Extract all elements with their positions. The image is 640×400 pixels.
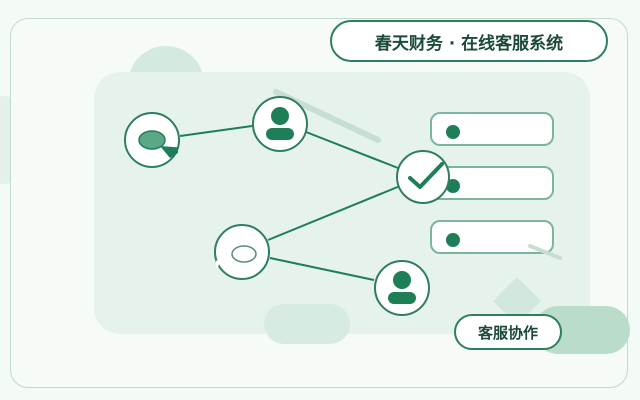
link-bubble-to-approval [267, 185, 401, 241]
page-title: 春天财务 · 在线客服系统 [330, 20, 608, 62]
checkmark-icon [408, 162, 444, 189]
person-icon [266, 107, 294, 140]
empty-chat-bubble-icon [216, 245, 257, 268]
agent-node-top [252, 96, 308, 152]
collaboration-tag-text: 客服协作 [477, 323, 538, 342]
collaboration-tag: 客服协作 [454, 314, 562, 350]
decor-diagonal-stroke [528, 244, 562, 260]
empty-bubble-node [214, 224, 270, 280]
status-dot [446, 179, 460, 193]
agent-node-bottom [374, 260, 430, 316]
status-dot [446, 233, 460, 247]
status-card-2 [430, 166, 554, 200]
approval-node [396, 150, 450, 204]
link-bubble-to-agent [269, 257, 375, 281]
page-title-text: 春天财务 · 在线客服系统 [374, 33, 564, 54]
status-dot [446, 125, 460, 139]
status-card-1 [430, 112, 554, 146]
link-agent-to-approval [305, 131, 399, 169]
chat-bubble-icon [138, 130, 178, 158]
person-icon [388, 271, 416, 304]
chat-bubble-node [124, 112, 180, 168]
link-chat-to-agent [179, 125, 253, 137]
decor-bottom-pill [264, 304, 350, 344]
